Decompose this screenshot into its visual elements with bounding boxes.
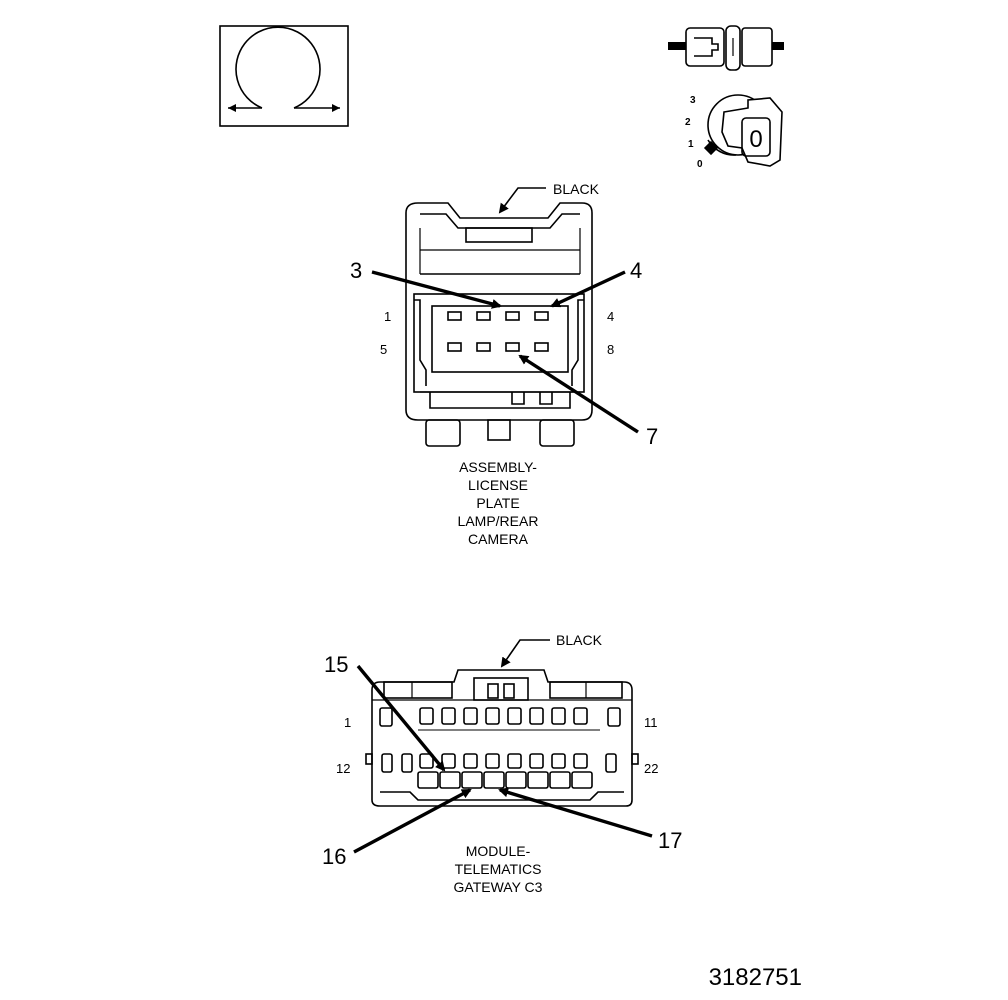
key-position-label: 0: [749, 126, 762, 153]
connector-plug-icon: [668, 25, 784, 71]
connector-a-pin-5: 5: [380, 342, 387, 357]
caption-line: LICENSE: [468, 477, 528, 493]
caption-line: PLATE: [476, 495, 519, 511]
figure-number: 3182751: [709, 964, 802, 991]
rotation-symbol-icon: [219, 25, 349, 127]
connector-b-pin-11: 11: [644, 715, 658, 730]
connector-b-bottom-row: [417, 753, 593, 789]
caption-line: LAMP/REAR: [458, 513, 539, 529]
connector-a-pin-4: 4: [607, 309, 614, 324]
caption-line: GATEWAY C3: [454, 879, 543, 895]
connector-b-caption: MODULE- TELEMATICS GATEWAY C3: [454, 843, 543, 895]
connector-a-pin-8: 8: [607, 342, 614, 357]
connector-b-callout-15: 15: [324, 652, 348, 677]
connector-a-pin-1: 1: [384, 309, 391, 324]
ignition-position-3: 3: [690, 95, 696, 106]
connector-a-caption: ASSEMBLY- LICENSE PLATE LAMP/REAR CAMERA: [458, 459, 539, 547]
connector-b-callout-17: 17: [658, 828, 682, 853]
connector-a-color-label: BLACK: [553, 181, 600, 197]
connector-b-top-row: [418, 707, 600, 731]
connector-b-color-label: BLACK: [556, 632, 603, 648]
caption-line: MODULE-: [466, 843, 531, 859]
connector-b-callout-16: 16: [322, 844, 346, 869]
caption-line: CAMERA: [468, 531, 529, 547]
connector-a-callout-3: 3: [350, 258, 362, 283]
connector-a-callout-4: 4: [630, 258, 642, 283]
caption-line: ASSEMBLY-: [459, 459, 537, 475]
connector-a-callout-7: 7: [646, 424, 658, 449]
ignition-position-1: 1: [688, 139, 694, 150]
ignition-position-2: 2: [685, 117, 691, 128]
connector-b-pin-1: 1: [344, 715, 351, 730]
ignition-position-0: 0: [697, 159, 703, 170]
connector-b-pin-22: 22: [644, 761, 658, 776]
ignition-key-icon: 0 3 2 1 0: [685, 94, 783, 170]
connector-b: [365, 669, 639, 807]
connector-b-pin-12: 12: [336, 761, 350, 776]
connector-a: [405, 202, 593, 447]
caption-line: TELEMATICS: [455, 861, 542, 877]
